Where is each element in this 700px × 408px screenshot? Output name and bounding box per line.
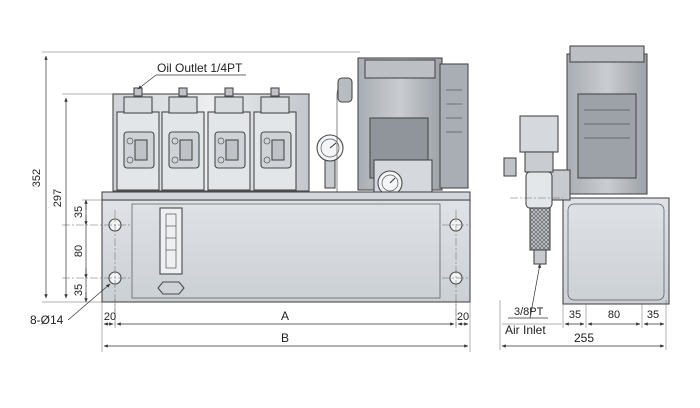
dim-side bbox=[499, 300, 667, 350]
holes-label: 8-Ø14 bbox=[30, 313, 64, 327]
holes-leader bbox=[67, 283, 111, 321]
dim-overall-height-label: 352 bbox=[31, 169, 43, 187]
dim-side-80-label: 80 bbox=[608, 309, 620, 321]
valve-block bbox=[116, 96, 160, 191]
dim-overall-height bbox=[42, 51, 360, 303]
dim-side-35-left-label: 35 bbox=[569, 309, 581, 321]
dim-h-right-label: 20 bbox=[457, 311, 469, 323]
dim-body-height bbox=[62, 93, 113, 299]
dim-horizontal-a bbox=[101, 300, 471, 352]
dim-h-a-label: A bbox=[281, 309, 289, 323]
center-lines bbox=[62, 210, 470, 326]
valve-block bbox=[207, 96, 251, 191]
pressure-gauge-icon bbox=[316, 134, 344, 189]
dim-v-top-label: 35 bbox=[73, 206, 85, 218]
air-inlet-leader bbox=[508, 263, 548, 319]
dim-body-height-label: 297 bbox=[52, 189, 64, 207]
valve-block bbox=[161, 96, 205, 191]
front-view bbox=[62, 57, 471, 326]
side-view bbox=[503, 45, 670, 305]
valve-block-group bbox=[112, 87, 310, 192]
air-inlet-label: Air Inlet bbox=[505, 323, 546, 337]
oil-outlet-fitting-icon bbox=[133, 87, 280, 97]
oil-outlet-label: Oil Outlet 1/4PT bbox=[157, 61, 243, 75]
valve-block bbox=[253, 96, 297, 191]
dim-v-bot-label: 35 bbox=[73, 284, 85, 296]
dim-h-left-label: 20 bbox=[104, 311, 116, 323]
oil-tank bbox=[101, 191, 471, 303]
side-air-filter bbox=[503, 115, 559, 265]
air-thread-label: 3/8PT bbox=[514, 306, 544, 318]
dim-v-mid-label: 80 bbox=[73, 245, 85, 257]
dim-side-35-right-label: 35 bbox=[647, 309, 659, 321]
dim-hole-spacing bbox=[82, 199, 102, 303]
dim-side-width-label: 255 bbox=[574, 331, 594, 345]
dim-h-b-label: B bbox=[281, 331, 289, 345]
